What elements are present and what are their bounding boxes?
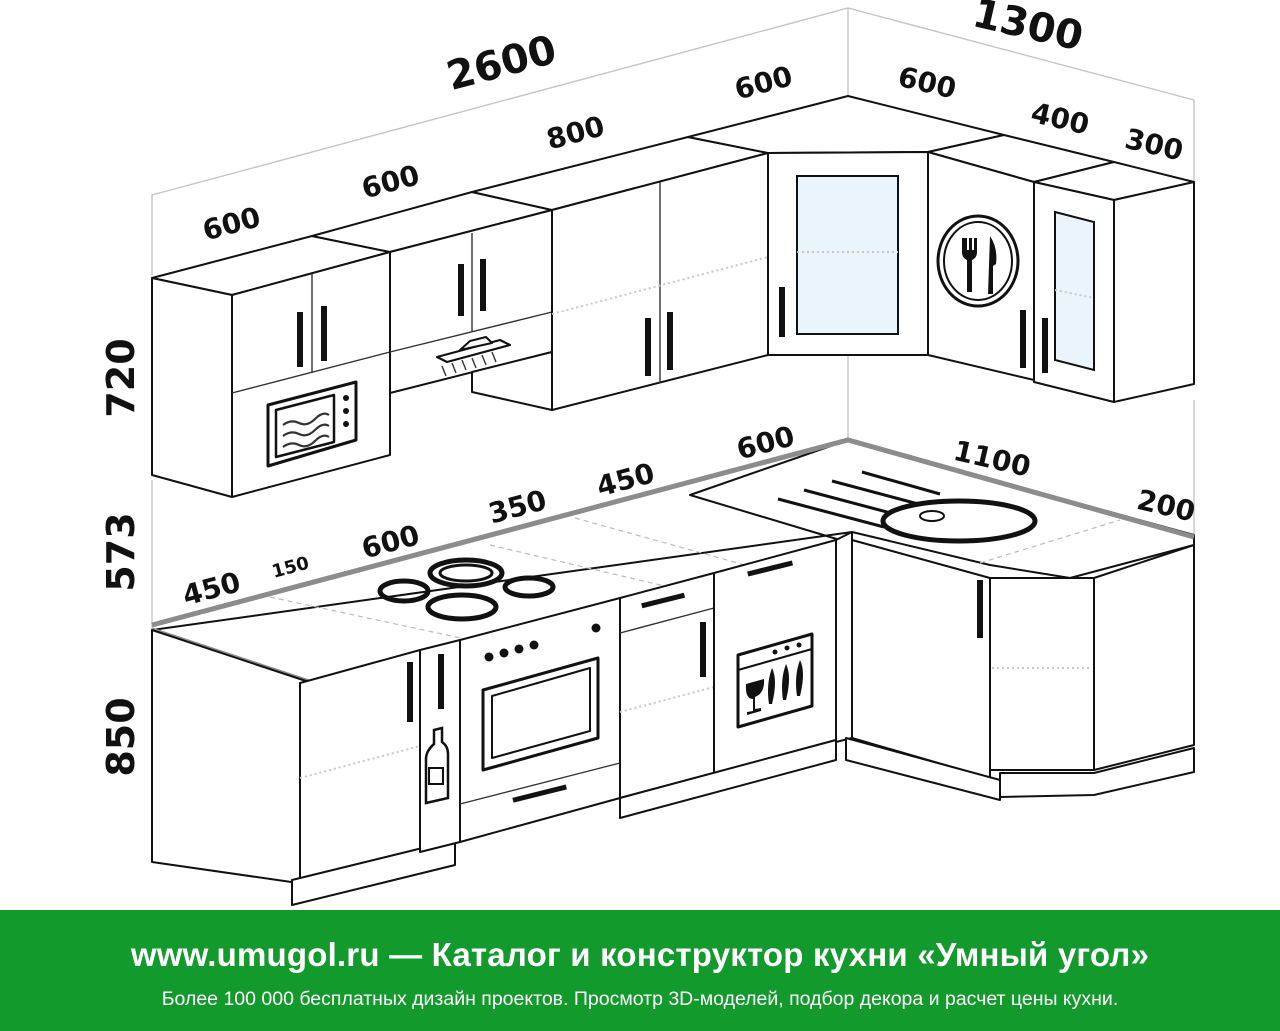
kitchen-diagram: 2600 1300 600 600 800 600 600 400 300 72… [99,0,1198,906]
countertop [151,437,1195,686]
upper-cabinet-double [471,136,769,411]
lower-cabinet-narrow [619,572,715,799]
dim-upper-3: 800 [543,109,608,156]
upper-cabinet-dishes [927,134,1115,381]
banner-title[interactable]: www.umugol.ru — Каталог и конструктор ку… [130,936,1150,973]
wall-outline [151,7,1195,630]
lower-cabinet-oven [459,597,621,843]
upper-cabinet-glass [1033,161,1195,403]
dim-upper-5: 300 [1122,122,1186,167]
dim-height-gap: 573 [99,512,143,591]
microwave-icon [266,380,358,468]
dim-lower-2: 150 [270,553,312,583]
lower-cabinet-left [151,629,456,906]
dim-height-lower: 850 [99,697,143,776]
dim-top-total-right: 1300 [969,0,1088,60]
dim-upper-corner-right: 600 [895,60,959,105]
dim-lower-corner: 600 [733,419,798,466]
hob-icon [377,557,556,622]
dim-upper-4: 400 [1028,96,1092,141]
range-hood-icon [435,336,512,377]
upper-cabinet-microwave [151,235,391,498]
bottle-icon [424,726,450,805]
footer-banner: www.umugol.ru — Каталог и конструктор ку… [0,910,1280,1031]
lower-corner-cabinet [835,531,1011,801]
dim-upper-2: 600 [358,158,423,205]
fork-knife-icon [936,214,1020,308]
glass-door [1054,210,1095,372]
lower-cabinet-angled [989,544,1195,798]
lower-cabinet-dishwasher [619,539,837,819]
dim-top-total-left: 2600 [442,27,561,100]
dim-lower-3: 600 [358,518,423,565]
dim-upper-corner-left: 600 [731,59,796,106]
sink-icon [777,470,1038,544]
dim-height-upper: 720 [99,338,143,417]
lower-cabinet-bottle [419,639,461,853]
banner-subtitle: Более 100 000 бесплатных дизайн проектов… [161,988,1119,1010]
dim-lower-5: 450 [593,456,658,503]
dishwasher-icon [736,632,814,729]
dim-upper-1: 600 [199,200,264,247]
oven-door-icon [481,656,600,772]
glass-door [796,175,899,335]
upper-corner-cabinet [687,95,1005,356]
